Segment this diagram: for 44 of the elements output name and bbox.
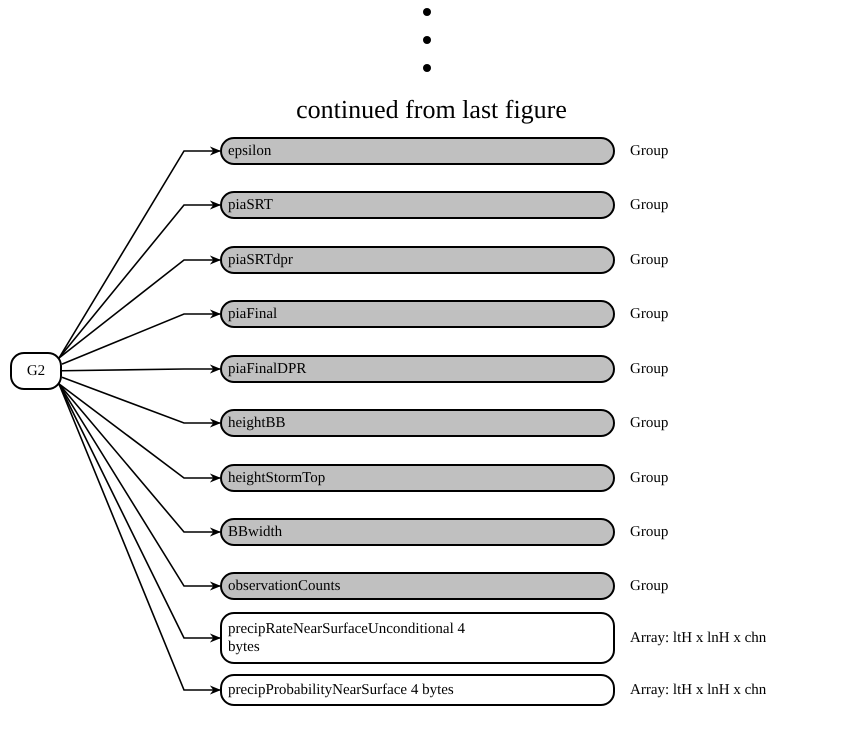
dataset-box <box>220 409 615 437</box>
type-label: Array: ltH x lnH x chn <box>630 629 766 647</box>
arrow <box>62 364 222 374</box>
group-node <box>10 352 62 390</box>
arrow <box>62 376 222 428</box>
dataset-box <box>220 518 615 546</box>
dataset-box <box>220 612 615 664</box>
arrow <box>58 146 222 358</box>
dataset-box <box>220 137 615 165</box>
type-label: Group <box>630 305 668 323</box>
type-label: Array: ltH x lnH x chn <box>630 681 766 699</box>
dataset-box <box>220 246 615 274</box>
node-label: G2 <box>26 362 46 380</box>
node-label: piaFinalDPR <box>228 360 306 378</box>
node-label: heightBB <box>228 414 286 432</box>
continuation-note: continued from last figure <box>295 94 568 126</box>
node-label: piaSRTdpr <box>228 251 293 269</box>
node-label: precipRateNearSurfaceUnconditional 4 bytes <box>228 620 466 656</box>
arrow <box>58 200 222 358</box>
type-label: Group <box>630 577 668 595</box>
node-label: heightStormTop <box>228 469 326 487</box>
dataset-box <box>220 300 615 328</box>
node-label: piaFinal <box>228 305 278 323</box>
type-label: Group <box>630 523 668 541</box>
arrow <box>58 383 222 482</box>
dataset-box <box>220 572 615 600</box>
type-label: Group <box>630 196 668 214</box>
arrow <box>58 256 222 359</box>
node-label: piaSRT <box>228 196 273 214</box>
type-label: Group <box>630 414 668 432</box>
arrow <box>62 310 222 365</box>
type-label: Group <box>630 142 668 160</box>
dataset-box <box>220 674 615 706</box>
node-label: epsilon <box>228 142 272 160</box>
type-label: Group <box>630 251 668 269</box>
type-label: Group <box>630 469 668 487</box>
dataset-box <box>220 191 615 219</box>
node-label: BBwidth <box>228 523 282 541</box>
dataset-box <box>220 464 615 492</box>
node-label: precipProbabilityNearSurface 4 bytes <box>228 681 454 699</box>
dataset-box <box>220 355 615 383</box>
type-label: Group <box>630 360 668 378</box>
node-label: observationCounts <box>228 577 340 595</box>
arrow <box>58 384 222 694</box>
